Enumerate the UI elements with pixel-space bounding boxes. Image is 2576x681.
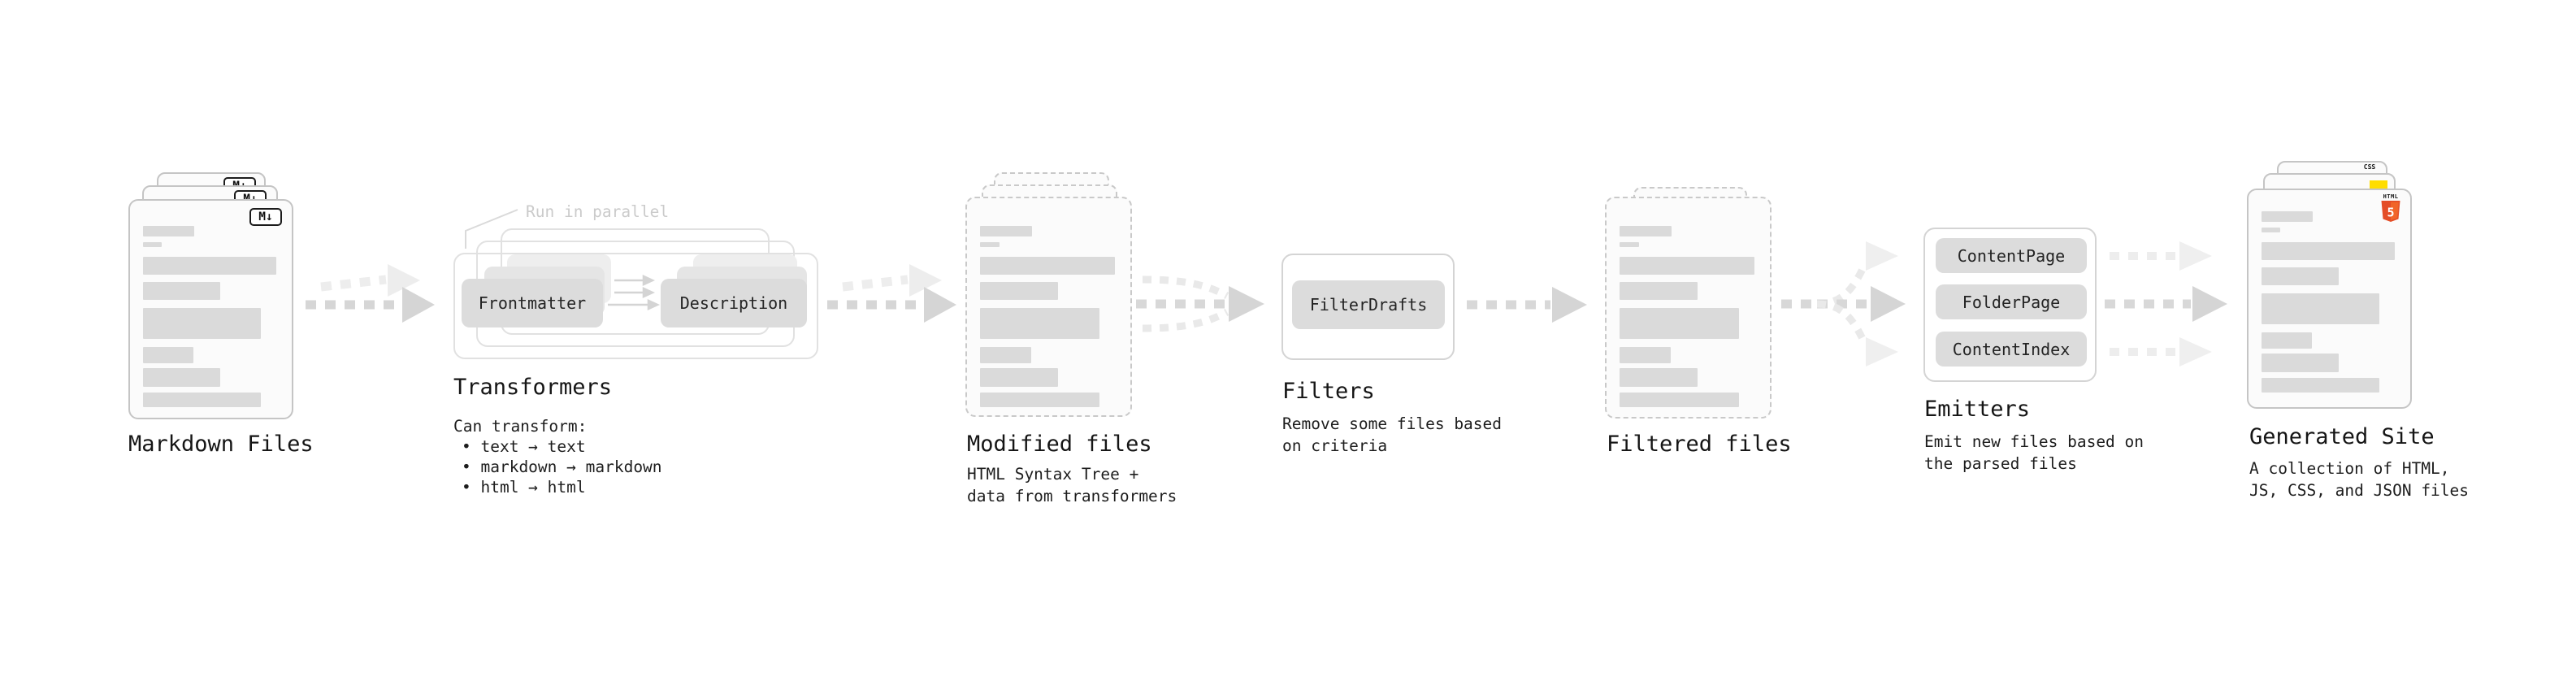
generated-site-description: A collection of HTML, JS, CSS, and JSON … <box>2249 459 2470 500</box>
stage-label-modified-files: Modified files <box>967 432 1152 457</box>
filtered-file-card <box>1605 197 1772 419</box>
note-title: Can transform: <box>453 417 588 436</box>
js-icon <box>2370 180 2387 189</box>
text-line-bar <box>980 242 1000 247</box>
arrow-filtered-to-emitters <box>1781 241 1906 367</box>
filters-description: Remove some files based on criteria <box>1282 414 1503 455</box>
html5-icon-label: HTML <box>2383 193 2399 200</box>
text-line-bar <box>143 368 221 387</box>
text-line-bar <box>2262 211 2314 222</box>
css-icon-label: CSS <box>2363 163 2376 171</box>
emitters-description: Emit new files based on the parsed files <box>1924 432 2144 473</box>
generated-file-card-html: HTML 5 <box>2247 189 2412 409</box>
text-line-bar <box>1620 257 1754 275</box>
text-line-bar <box>980 308 1100 339</box>
markdown-file-card: M↓ <box>128 199 293 419</box>
text-line-bar <box>980 347 1031 363</box>
text-line-bar <box>2262 267 2340 285</box>
note-bullet: • text → text <box>462 437 586 456</box>
text-line-bar <box>143 393 262 407</box>
text-line-bar <box>1620 242 1639 247</box>
stage-label-generated-site: Generated Site <box>2249 424 2435 449</box>
transformer-box-frontmatter: Frontmatter <box>462 279 603 327</box>
parallel-flow-arrows <box>608 275 661 310</box>
modified-files-description: HTML Syntax Tree + data from transformer… <box>967 465 1177 505</box>
text-line-bar <box>2262 378 2380 393</box>
arrow-filters-to-filtered <box>1467 287 1587 323</box>
stage-label-filters: Filters <box>1282 379 1375 404</box>
markdown-icon: M↓ <box>249 208 282 226</box>
transformers-note: Can transform: • text → text • markdown … <box>453 416 662 497</box>
text-line-bar <box>1620 282 1698 300</box>
text-line-bar <box>1620 226 1672 236</box>
arrow-emitters-to-generated <box>2105 241 2227 367</box>
run-in-parallel-label: Run in parallel <box>526 202 670 221</box>
text-line-bar <box>1620 368 1698 387</box>
filter-box-filterdrafts: FilterDrafts <box>1292 280 1445 329</box>
text-line-bar <box>2262 228 2281 232</box>
emitter-box-contentpage: ContentPage <box>1936 238 2087 273</box>
text-line-bar <box>980 282 1059 300</box>
arrow-modified-to-filters <box>1136 275 1264 332</box>
transformer-container <box>453 253 818 359</box>
arrow-markdown-to-transformers <box>306 264 435 323</box>
text-line-bar <box>2262 293 2380 324</box>
text-line-bar <box>143 257 276 275</box>
text-line-bar <box>143 347 193 363</box>
note-bullet: • html → html <box>462 478 586 497</box>
svg-text:5: 5 <box>2387 206 2394 220</box>
text-line-bar <box>1620 308 1740 339</box>
stage-label-transformers: Transformers <box>453 375 613 400</box>
text-line-bar <box>2262 242 2395 260</box>
stage-label-filtered-files: Filtered files <box>1607 432 1792 457</box>
text-line-bar <box>1620 393 1740 407</box>
emitter-box-contentindex: ContentIndex <box>1936 332 2087 367</box>
text-line-bar <box>143 308 262 339</box>
text-line-bar <box>143 226 195 236</box>
text-line-bar <box>980 393 1100 407</box>
run-in-parallel-callout-line <box>465 209 518 249</box>
html5-icon: HTML 5 <box>2380 193 2401 225</box>
text-line-bar <box>1620 347 1671 363</box>
text-line-bar <box>143 282 221 300</box>
note-bullet: • markdown → markdown <box>462 458 662 476</box>
arrow-transformers-to-modified <box>827 264 956 323</box>
emitter-box-folderpage: FolderPage <box>1936 284 2087 319</box>
stage-label-emitters: Emitters <box>1924 397 2031 422</box>
doc-content-bars <box>967 198 1130 415</box>
doc-content-bars <box>2249 190 2410 407</box>
text-line-bar <box>2262 354 2340 372</box>
doc-content-bars <box>1607 198 1770 417</box>
stage-label-markdown-files: Markdown Files <box>128 432 314 457</box>
html5-shield: 5 <box>2381 201 2400 222</box>
transformer-box-description: Description <box>661 279 807 327</box>
text-line-bar <box>980 368 1059 387</box>
text-line-bar <box>143 242 163 247</box>
doc-content-bars <box>130 201 292 418</box>
modified-file-card <box>965 197 1132 417</box>
text-line-bar <box>980 257 1115 275</box>
text-line-bar <box>2262 332 2312 349</box>
text-line-bar <box>980 226 1033 236</box>
